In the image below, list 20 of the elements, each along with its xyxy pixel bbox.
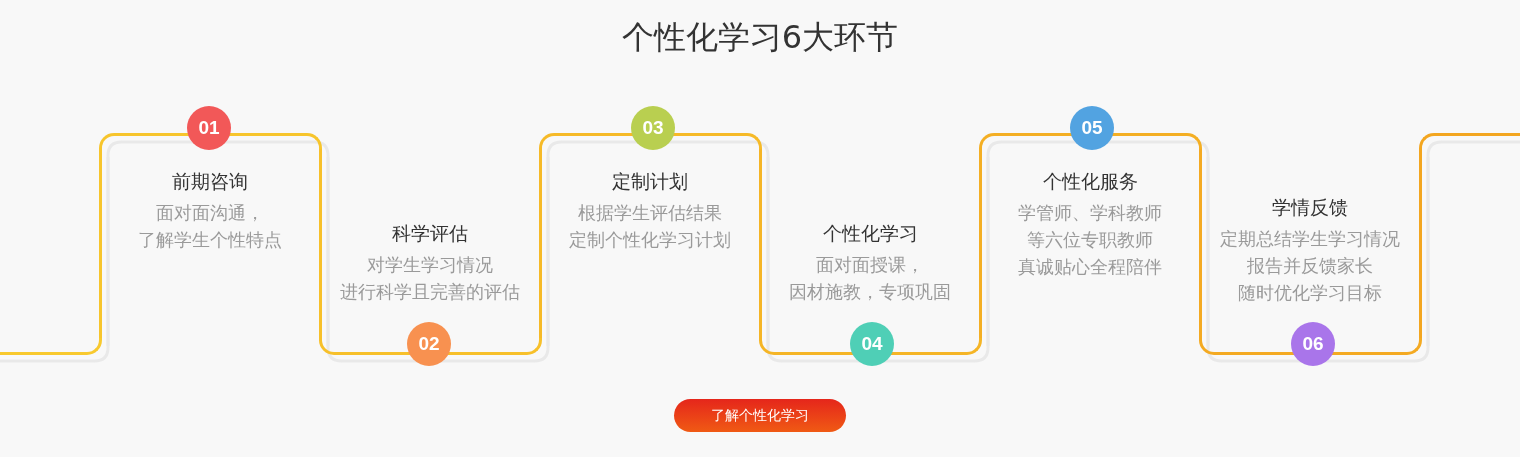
step-number-circle: 06 bbox=[1291, 322, 1335, 366]
step-title: 前期咨询 bbox=[172, 169, 248, 193]
step-description: 定期总结学生学习情况报告并反馈家长随时优化学习目标 bbox=[1220, 227, 1400, 305]
step-description: 面对面授课，因材施教，专项巩固 bbox=[789, 253, 951, 304]
step-number-circle: 03 bbox=[631, 106, 675, 150]
step-title: 学情反馈 bbox=[1272, 195, 1348, 219]
step-title: 定制计划 bbox=[612, 169, 688, 193]
step-description: 对学生学习情况进行科学且完善的评估 bbox=[340, 253, 520, 304]
step-title: 个性化服务 bbox=[1042, 169, 1138, 193]
step-title: 科学评估 bbox=[392, 221, 468, 245]
diagram-title: 个性化学习6大环节 bbox=[621, 17, 899, 58]
step-number-circle: 04 bbox=[850, 322, 894, 366]
step-number-circle: 05 bbox=[1070, 106, 1114, 150]
step-number-circle: 01 bbox=[187, 106, 231, 150]
step-number-circle: 02 bbox=[407, 322, 451, 366]
step-description: 根据学生评估结果定制个性化学习计划 bbox=[569, 201, 731, 252]
learn-more-button: 了解个性化学习 bbox=[674, 399, 846, 432]
step-description: 学管师、学科教师等六位专职教师真诚贴心全程陪伴 bbox=[1018, 201, 1162, 279]
step-description: 面对面沟通，了解学生个性特点 bbox=[138, 201, 282, 252]
step-title: 个性化学习 bbox=[822, 221, 918, 245]
